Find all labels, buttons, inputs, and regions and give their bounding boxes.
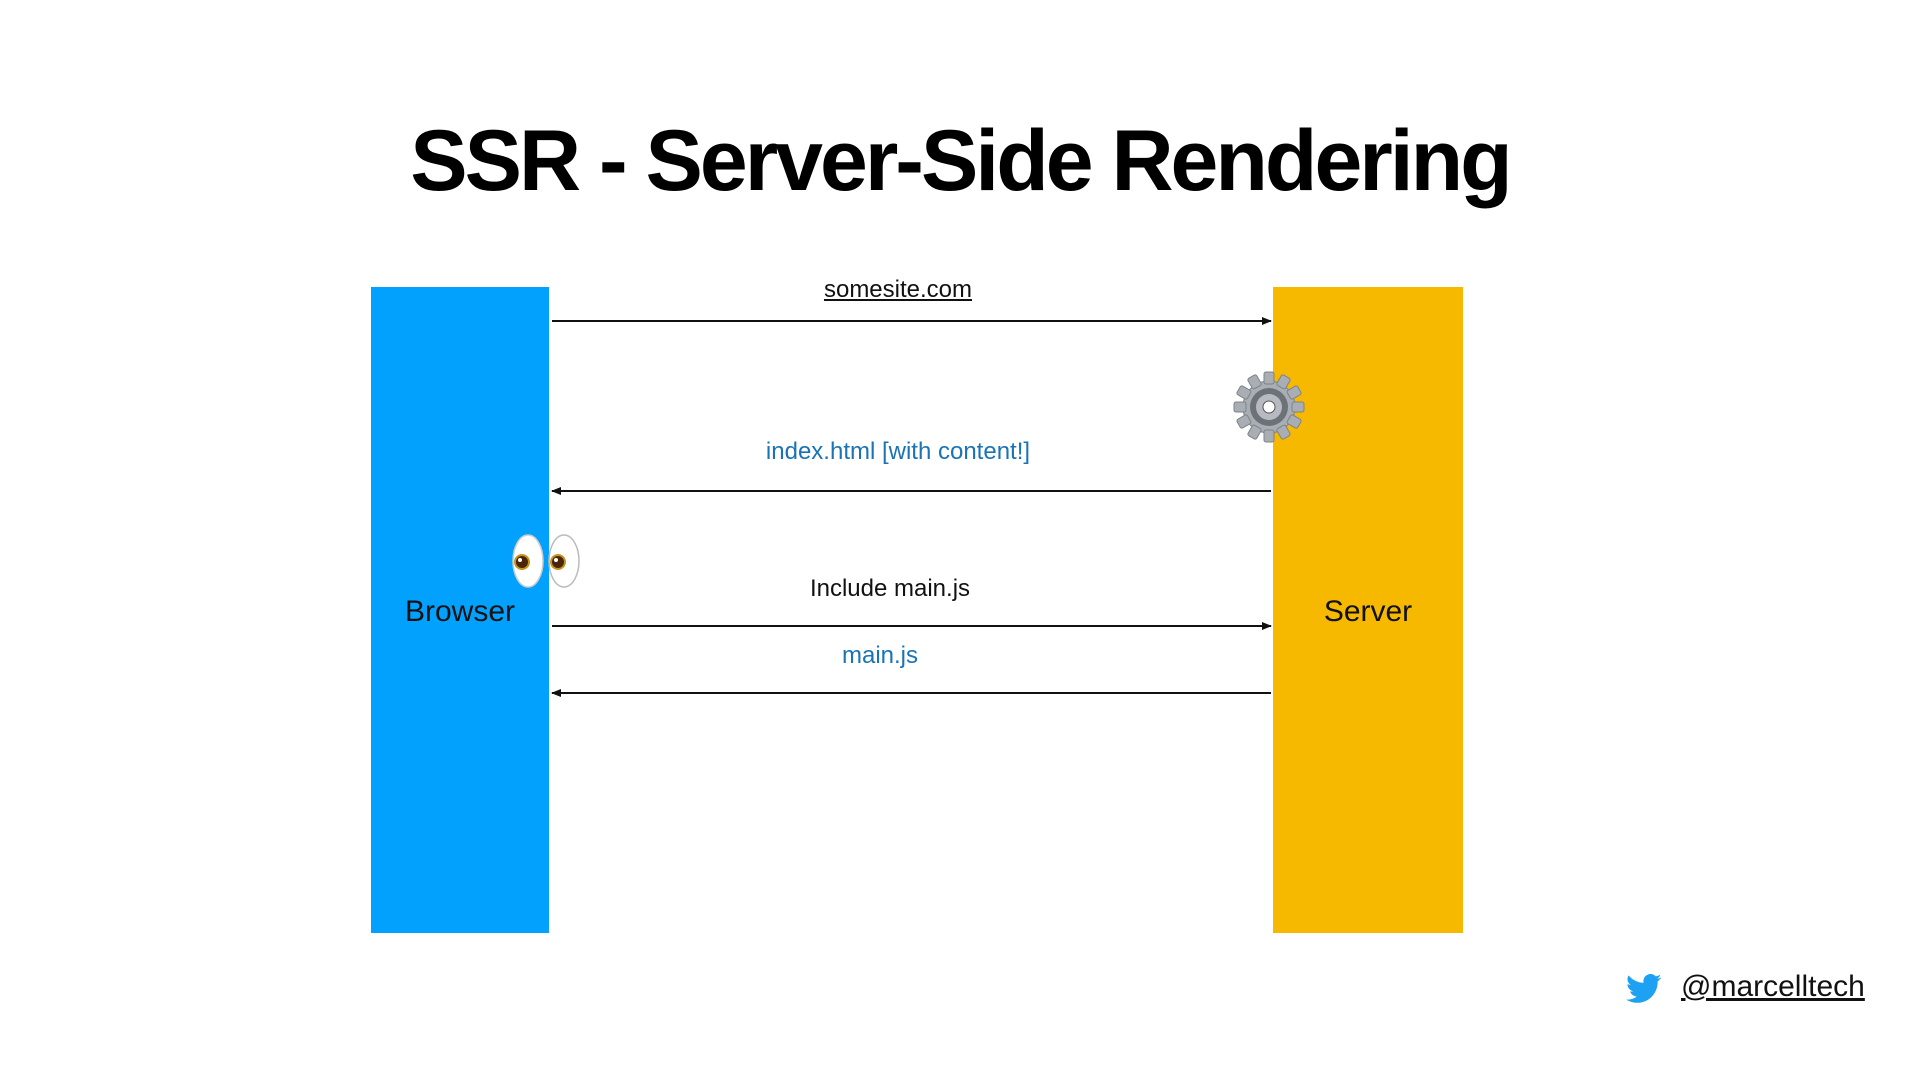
slide-title: SSR - Server-Side Rendering — [410, 113, 1512, 209]
server-lifeline: Server — [1273, 287, 1463, 933]
browser-label: Browser — [404, 595, 516, 628]
gear-icon — [1233, 371, 1305, 443]
message-label-index-html: index.html [with content!] — [765, 438, 1031, 465]
twitter-bird-icon — [1626, 974, 1662, 1003]
message-label-mainjs: main.js — [841, 642, 919, 669]
server-label: Server — [1323, 595, 1413, 628]
browser-lifeline: Browser — [371, 287, 549, 933]
twitter-handle-link[interactable]: @marcelltech — [1681, 970, 1865, 1003]
eyes-icon — [512, 534, 580, 588]
message-label-somesite: somesite.com — [823, 276, 973, 303]
message-label-include-mainjs: Include main.js — [809, 575, 971, 602]
